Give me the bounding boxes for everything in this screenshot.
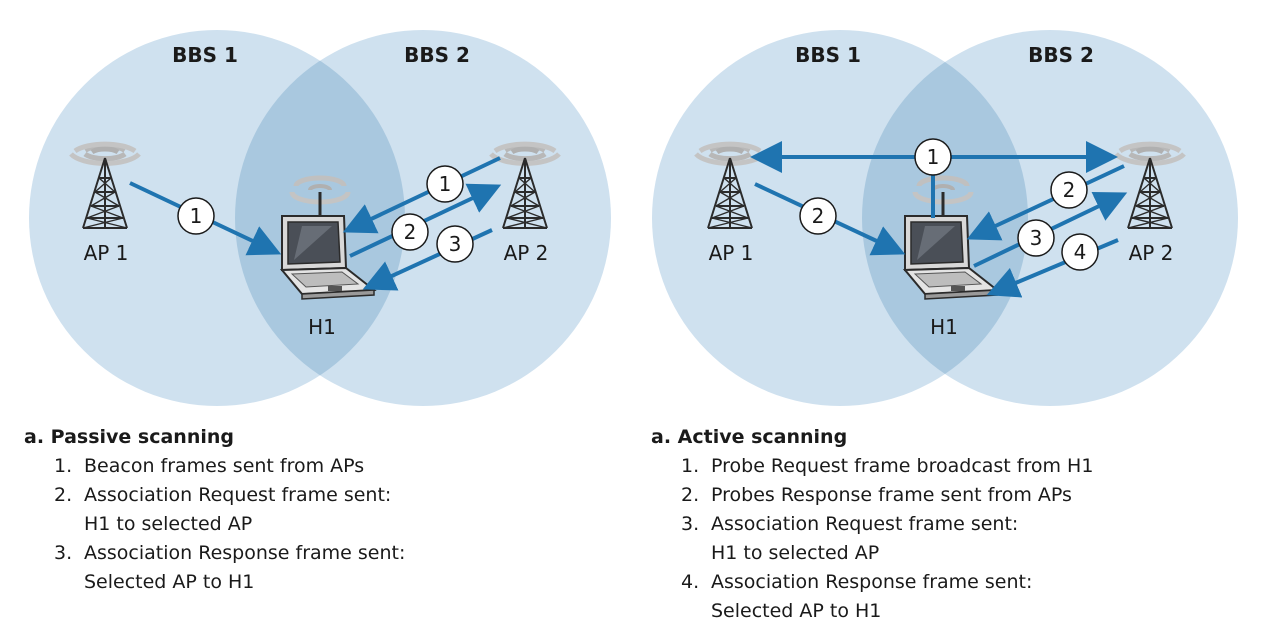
step-marker: 4 — [1061, 233, 1099, 271]
legend-item: 1.Beacon frames sent from APs — [54, 455, 365, 477]
svg-text:3: 3 — [449, 232, 462, 256]
step-marker: 1 — [177, 197, 215, 235]
legend-item: 1.Probe Request frame broadcast from H1 — [681, 455, 1094, 477]
svg-text:2: 2 — [1063, 178, 1076, 202]
beacon-arrow-ap2 — [342, 156, 501, 234]
step-marker: 2 — [391, 213, 429, 251]
active-legend: a. Active scanning 1.Probe Request frame… — [651, 426, 1093, 626]
legend-title: a. Passive scanning — [24, 426, 234, 448]
host-label: H1 — [308, 315, 336, 339]
legend-item: 4.Association Response frame sent: Selec… — [681, 571, 1033, 622]
bss-overlap — [235, 30, 405, 406]
probe-response-arrow-ap2 — [966, 164, 1125, 241]
passive-diagram: BBS 1 BBS 2 AP 1 AP 2 H1 1 1 2 3 — [29, 30, 611, 406]
legend-item: 3.Association Request frame sent: H1 to … — [681, 513, 1019, 564]
svg-text:3: 3 — [1030, 226, 1043, 250]
legend-item: 2.Probes Response frame sent from APs — [681, 484, 1072, 506]
step-marker: 1 — [426, 165, 464, 203]
step-marker: 3 — [436, 225, 474, 263]
step-marker: 1 — [914, 138, 952, 176]
svg-text:2: 2 — [812, 204, 825, 228]
legend-title: a. Active scanning — [651, 426, 848, 448]
bss2-label: BBS 2 — [1028, 43, 1094, 67]
step-marker: 2 — [799, 197, 837, 235]
step-marker: 2 — [1050, 171, 1088, 209]
svg-text:1: 1 — [439, 172, 452, 196]
bss1-label: BBS 1 — [795, 43, 861, 67]
bss2-label: BBS 2 — [404, 43, 470, 67]
bss-overlap — [862, 30, 1028, 406]
ap1-label: AP 1 — [84, 241, 129, 265]
legend-item: 3.Association Response frame sent: Selec… — [54, 542, 406, 593]
host-label: H1 — [930, 315, 958, 339]
svg-text:1: 1 — [190, 204, 203, 228]
svg-text:4: 4 — [1074, 240, 1087, 264]
svg-text:1: 1 — [927, 145, 940, 169]
ap1-label: AP 1 — [709, 241, 754, 265]
legend-item: 2.Association Request frame sent: H1 to … — [54, 484, 392, 535]
svg-text:2: 2 — [404, 220, 417, 244]
bss1-label: BBS 1 — [172, 43, 238, 67]
ap2-label: AP 2 — [1129, 241, 1174, 265]
ap2-label: AP 2 — [504, 241, 549, 265]
active-diagram: BBS 1 BBS 2 AP 1 AP 2 H1 1 2 2 3 — [652, 30, 1238, 406]
step-marker: 3 — [1017, 219, 1055, 257]
passive-legend: a. Passive scanning 1.Beacon frames sent… — [24, 426, 405, 597]
